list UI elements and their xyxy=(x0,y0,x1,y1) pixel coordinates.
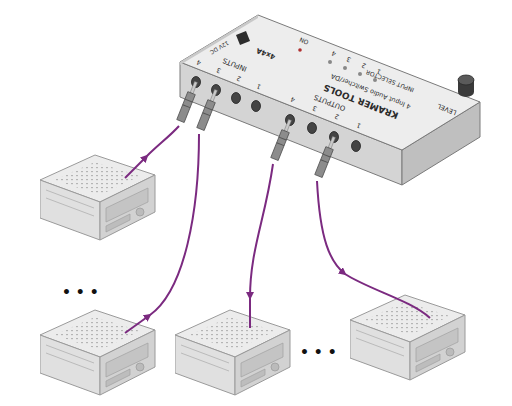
audio-unit xyxy=(350,295,465,380)
audio-unit xyxy=(40,310,155,395)
device-label: 2 xyxy=(334,112,340,120)
ellipsis: • • • xyxy=(62,285,99,299)
switcher-device: KRAMER TOOLS4 Input Audio Switcher/DALEV… xyxy=(176,8,486,158)
device-label: 4x4A xyxy=(256,46,277,60)
audio-cable xyxy=(125,126,430,333)
ellipsis: • • • xyxy=(300,345,337,359)
device-label: 4 xyxy=(290,95,296,103)
device-label: ON xyxy=(299,37,310,46)
device-label: 3 xyxy=(216,66,222,74)
audio-unit xyxy=(175,310,290,395)
device-label: 1 xyxy=(356,121,362,129)
audio-unit xyxy=(40,155,155,240)
device-label: 3 xyxy=(346,55,352,63)
device-label: LEVEL xyxy=(437,102,458,115)
device-label: 2 xyxy=(236,74,242,82)
device-label: 1 xyxy=(256,82,262,90)
device-label: 4 xyxy=(331,49,337,57)
device-label: 3 xyxy=(312,104,318,112)
audio-plug xyxy=(177,81,338,178)
device-label: 12V DC xyxy=(209,39,229,54)
device-label: INPUTS xyxy=(222,56,248,72)
device-label: 4 xyxy=(196,58,202,66)
device-label: 2 xyxy=(361,61,367,69)
switcher-housing xyxy=(180,15,480,185)
